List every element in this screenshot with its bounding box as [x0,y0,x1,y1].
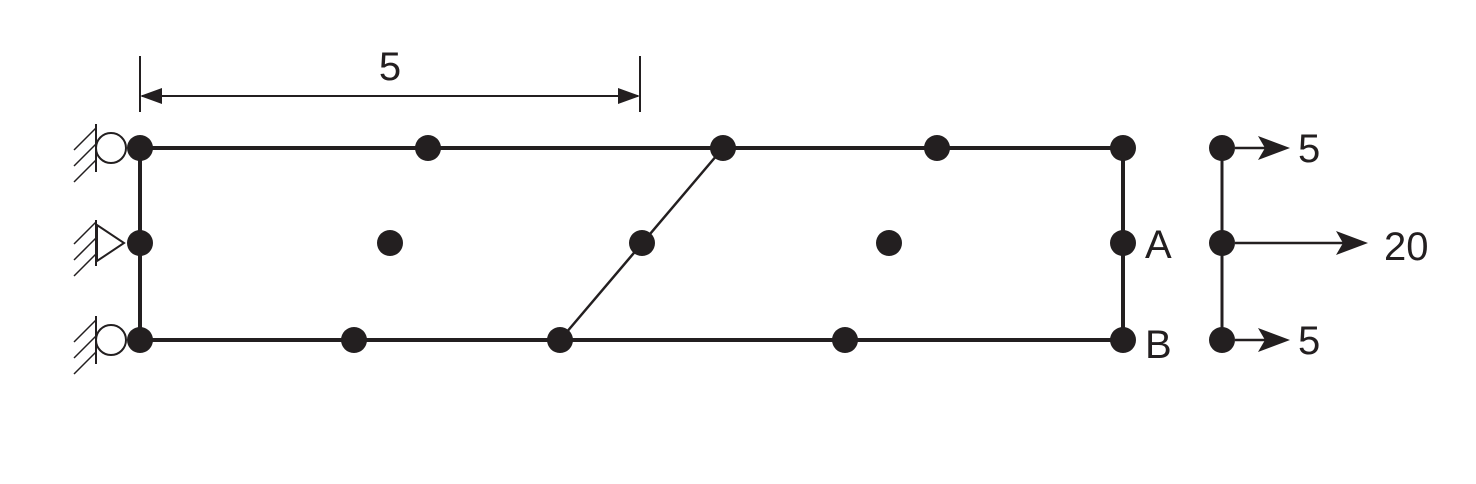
node [1110,135,1136,161]
node [832,327,858,353]
node [876,230,902,256]
node [547,327,573,353]
dimension-arrow-right [618,88,640,104]
pin-triangle [96,223,126,263]
node [629,230,655,256]
node [127,230,153,256]
hatch-line [73,351,97,375]
dimension-annotation: 5 [139,45,641,112]
load-node-bottom [1209,327,1235,353]
dimension-label: 5 [379,45,401,89]
roller-circle [95,324,127,356]
node [710,135,736,161]
hatch-line [73,319,97,343]
dimension-arrow-left [140,88,162,104]
load-middle-value: 20 [1384,225,1429,269]
node [377,230,403,256]
roller-circle [95,132,127,164]
hatch-line [73,221,97,245]
node-b [1110,327,1136,353]
node [127,327,153,353]
node-a [1110,230,1136,256]
load-diagram: 5 20 5 [1209,127,1429,363]
hatch-line [73,237,97,261]
hatch-line [73,253,97,277]
point-b-label: B [1145,323,1172,367]
point-a-label: A [1145,223,1172,267]
support-middle-pin [73,220,126,277]
hatch-line [73,143,97,167]
hatch-line [73,127,97,151]
load-top-value: 5 [1298,127,1320,171]
node [924,135,950,161]
load-node-top [1209,135,1235,161]
load-arrow-middle-head [1336,231,1368,255]
node [341,327,367,353]
support-bottom-roller [73,316,127,375]
load-arrow-bottom-head [1258,328,1290,352]
load-node-middle [1209,230,1235,256]
support-top-roller [73,124,127,183]
hatch-line [73,159,97,183]
node [415,135,441,161]
mesh-nodes [127,135,1136,353]
node [127,135,153,161]
hatch-line [73,335,97,359]
load-bottom-value: 5 [1298,319,1320,363]
load-arrow-top-head [1258,136,1290,160]
